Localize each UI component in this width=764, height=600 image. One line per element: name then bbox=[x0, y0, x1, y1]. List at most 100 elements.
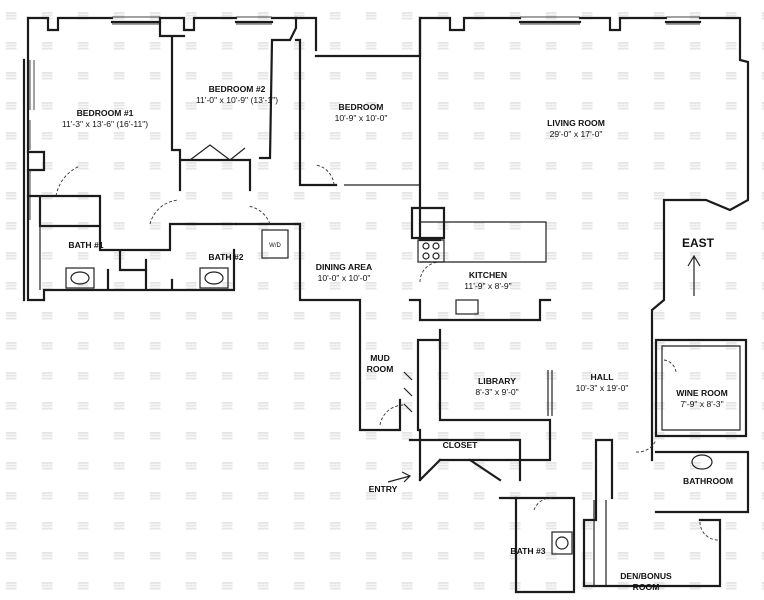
watermark-glyph: ≡ bbox=[4, 306, 19, 326]
watermark-glyph: ≡ bbox=[292, 396, 307, 416]
watermark-glyph: ≡ bbox=[40, 306, 55, 326]
watermark-glyph: ≡ bbox=[112, 426, 127, 446]
watermark-glyph: ≡ bbox=[292, 546, 307, 566]
watermark-glyph: ≡ bbox=[328, 546, 343, 566]
watermark-glyph: ≡ bbox=[472, 246, 487, 266]
washer-dryer-label: W/D bbox=[269, 243, 281, 249]
watermark-glyph: ≡ bbox=[148, 186, 163, 206]
watermark-glyph: ≡ bbox=[760, 366, 764, 386]
watermark-glyph: ≡ bbox=[544, 486, 559, 506]
watermark-glyph: ≡ bbox=[76, 6, 91, 26]
watermark-glyph: ≡ bbox=[256, 276, 271, 296]
watermark-glyph: ≡ bbox=[112, 576, 127, 596]
watermark-glyph: ≡ bbox=[616, 426, 631, 446]
watermark-glyph: ≡ bbox=[688, 156, 703, 176]
watermark-glyph: ≡ bbox=[508, 486, 523, 506]
watermark-glyph: ≡ bbox=[220, 126, 235, 146]
watermark-glyph: ≡ bbox=[292, 486, 307, 506]
watermark-glyph: ≡ bbox=[616, 306, 631, 326]
watermark-glyph: ≡ bbox=[220, 576, 235, 596]
watermark-glyph: ≡ bbox=[148, 366, 163, 386]
watermark-glyph: ≡ bbox=[40, 396, 55, 416]
watermark-glyph: ≡ bbox=[328, 336, 343, 356]
watermark-glyph: ≡ bbox=[616, 546, 631, 566]
watermark-glyph: ≡ bbox=[148, 306, 163, 326]
watermark-glyph: ≡ bbox=[328, 516, 343, 536]
watermark-glyph: ≡ bbox=[184, 546, 199, 566]
watermark-glyph: ≡ bbox=[436, 516, 451, 536]
watermark-glyph: ≡ bbox=[616, 126, 631, 146]
watermark-glyph: ≡ bbox=[184, 336, 199, 356]
watermark-glyph: ≡ bbox=[544, 336, 559, 356]
watermark-glyph: ≡ bbox=[220, 366, 235, 386]
watermark-glyph: ≡ bbox=[688, 306, 703, 326]
watermark-glyph: ≡ bbox=[4, 486, 19, 506]
watermark-glyph: ≡ bbox=[400, 546, 415, 566]
watermark-glyph: ≡ bbox=[184, 96, 199, 116]
watermark-glyph: ≡ bbox=[256, 576, 271, 596]
watermark-glyph: ≡ bbox=[4, 456, 19, 476]
watermark-glyph: ≡ bbox=[472, 6, 487, 26]
watermark-glyph: ≡ bbox=[760, 486, 764, 506]
watermark-glyph: ≡ bbox=[724, 6, 739, 26]
watermark-glyph: ≡ bbox=[76, 516, 91, 536]
watermark-glyph: ≡ bbox=[76, 126, 91, 146]
watermark-glyph: ≡ bbox=[256, 366, 271, 386]
watermark-glyph: ≡ bbox=[472, 396, 487, 416]
watermark-glyph: ≡ bbox=[436, 186, 451, 206]
watermark-glyph: ≡ bbox=[508, 6, 523, 26]
watermark-glyph: ≡ bbox=[148, 156, 163, 176]
watermark-glyph: ≡ bbox=[400, 36, 415, 56]
watermark-glyph: ≡ bbox=[40, 366, 55, 386]
watermark-glyph: ≡ bbox=[652, 456, 667, 476]
watermark-glyph: ≡ bbox=[184, 366, 199, 386]
watermark-glyph: ≡ bbox=[292, 456, 307, 476]
watermark-glyph: ≡ bbox=[328, 396, 343, 416]
watermark-glyph: ≡ bbox=[112, 126, 127, 146]
watermark-glyph: ≡ bbox=[256, 486, 271, 506]
watermark-glyph: ≡ bbox=[652, 6, 667, 26]
watermark-glyph: ≡ bbox=[328, 186, 343, 206]
watermark-glyph: ≡ bbox=[472, 546, 487, 566]
watermark-glyph: ≡ bbox=[328, 456, 343, 476]
watermark-glyph: ≡ bbox=[400, 336, 415, 356]
wine-room-label: WINE ROOM 7'-9" x 8'-3" bbox=[676, 388, 728, 409]
watermark-glyph: ≡ bbox=[760, 336, 764, 356]
bathroom-label: BATHROOM bbox=[683, 476, 733, 486]
watermark-glyph: ≡ bbox=[220, 336, 235, 356]
watermark-glyph: ≡ bbox=[760, 156, 764, 176]
watermark-glyph: ≡ bbox=[364, 306, 379, 326]
watermark-glyph: ≡ bbox=[688, 216, 703, 236]
watermark-glyph: ≡ bbox=[580, 96, 595, 116]
watermark-glyph: ≡ bbox=[724, 216, 739, 236]
watermark-glyph: ≡ bbox=[724, 456, 739, 476]
bath-2-label: BATH #2 bbox=[208, 252, 244, 262]
watermark-glyph: ≡ bbox=[184, 456, 199, 476]
watermark-glyph: ≡ bbox=[148, 516, 163, 536]
watermark-glyph: ≡ bbox=[220, 36, 235, 56]
watermark-glyph: ≡ bbox=[112, 546, 127, 566]
watermark-glyph: ≡ bbox=[400, 126, 415, 146]
watermark-glyph: ≡ bbox=[112, 336, 127, 356]
watermark-glyph: ≡ bbox=[724, 156, 739, 176]
watermark-glyph: ≡ bbox=[436, 6, 451, 26]
watermark-glyph: ≡ bbox=[364, 216, 379, 236]
watermark-glyph: ≡ bbox=[724, 276, 739, 296]
watermark-glyph: ≡ bbox=[256, 216, 271, 236]
watermark-glyph: ≡ bbox=[472, 216, 487, 236]
watermark-glyph: ≡ bbox=[580, 246, 595, 266]
watermark-glyph: ≡ bbox=[292, 516, 307, 536]
watermark-glyph: ≡ bbox=[256, 306, 271, 326]
watermark-glyph: ≡ bbox=[544, 66, 559, 86]
watermark-glyph: ≡ bbox=[472, 336, 487, 356]
watermark-glyph: ≡ bbox=[76, 366, 91, 386]
watermark-glyph: ≡ bbox=[256, 186, 271, 206]
watermark-glyph: ≡ bbox=[508, 246, 523, 266]
watermark-glyph: ≡ bbox=[256, 36, 271, 56]
watermark-glyph: ≡ bbox=[724, 396, 739, 416]
watermark-glyph: ≡ bbox=[184, 36, 199, 56]
watermark-glyph: ≡ bbox=[508, 276, 523, 296]
watermark-glyph: ≡ bbox=[364, 576, 379, 596]
watermark-glyph: ≡ bbox=[580, 216, 595, 236]
watermark-glyph: ≡ bbox=[472, 96, 487, 116]
